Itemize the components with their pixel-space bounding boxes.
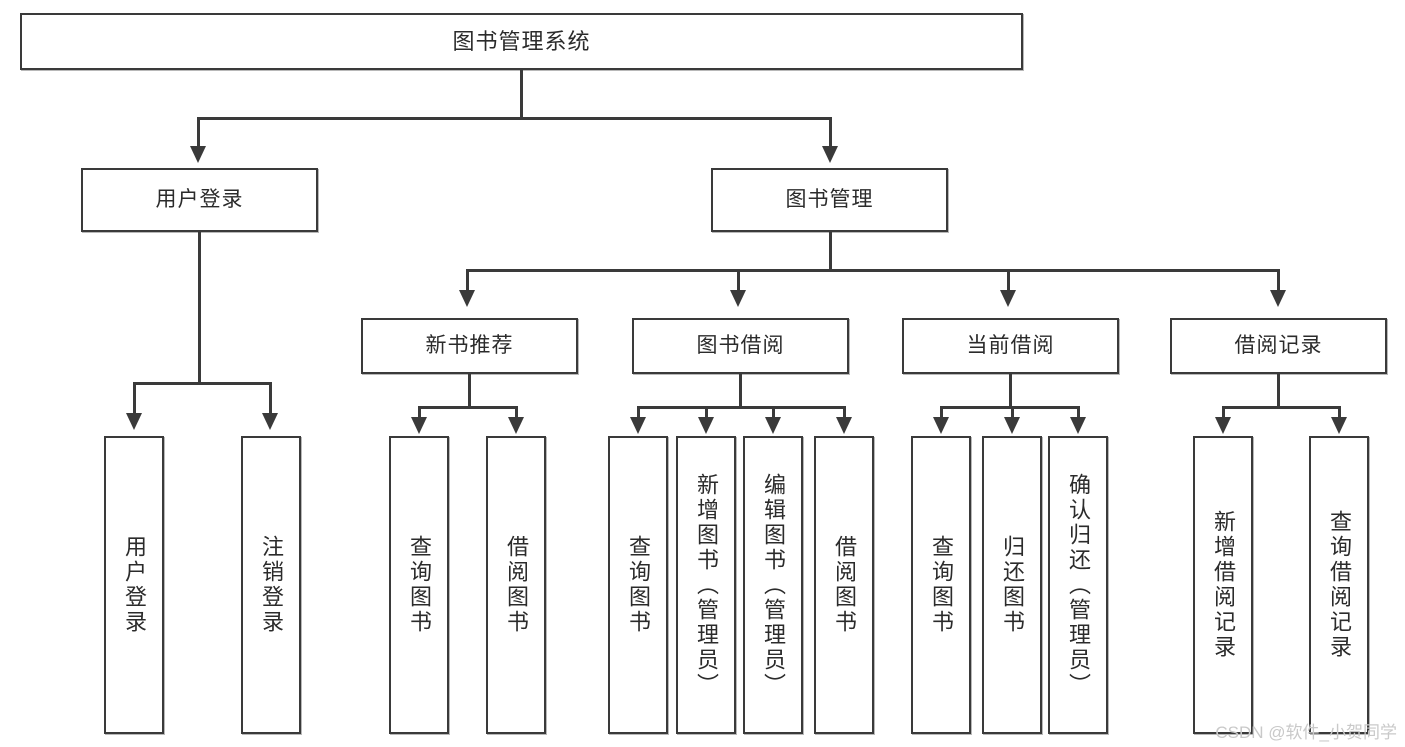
connector-records-bus: [1222, 406, 1341, 409]
connector-newbook-down: [468, 374, 471, 408]
leaf-user-login[interactable]: 用户登录: [104, 436, 164, 734]
node-label: 借阅图书: [504, 535, 529, 635]
node-label: 注销登录: [259, 535, 284, 635]
connector-level3-bus: [466, 269, 1278, 272]
connector-records-r: [1338, 406, 1341, 418]
arrow-leaf-user-login: [126, 413, 142, 430]
leaf-query-book-2[interactable]: 查询图书: [608, 436, 668, 734]
connector-root-down: [520, 70, 523, 119]
leaf-return-book[interactable]: 归还图书: [982, 436, 1042, 734]
leaf-query-borrow-record[interactable]: 查询借阅记录: [1309, 436, 1369, 734]
connector-level2-bus: [197, 117, 832, 120]
node-label: 用户登录: [122, 535, 147, 635]
connector-to-borrow: [737, 269, 740, 291]
connector-newbook-r: [515, 406, 518, 418]
connector-to-current: [1007, 269, 1010, 291]
node-book-management[interactable]: 图书管理: [711, 168, 948, 232]
arrow-leaf-borrow-book-2: [836, 417, 852, 434]
connector-current-1: [940, 406, 943, 418]
arrow-leaf-query-book-3: [933, 417, 949, 434]
node-current-borrow[interactable]: 当前借阅: [902, 318, 1119, 374]
leaf-logout[interactable]: 注销登录: [241, 436, 301, 734]
node-new-book-recommend[interactable]: 新书推荐: [361, 318, 578, 374]
node-label: 图书管理系统: [452, 28, 591, 54]
arrow-leaf-query-record: [1331, 417, 1347, 434]
arrow-leaf-confirm-return: [1070, 417, 1086, 434]
arrow-to-user-login: [190, 146, 206, 163]
leaf-edit-book[interactable]: 编辑图书（管理员）: [743, 436, 803, 734]
leaf-query-book-1[interactable]: 查询图书: [389, 436, 449, 734]
connector-current-2: [1011, 406, 1014, 418]
node-borrow-records[interactable]: 借阅记录: [1170, 318, 1387, 374]
node-label: 查询借阅记录: [1327, 510, 1352, 660]
arrow-to-current: [1000, 290, 1016, 307]
node-label: 编辑图书（管理员）: [761, 472, 786, 698]
connector-borrow-3: [772, 406, 775, 418]
arrow-leaf-edit-book: [765, 417, 781, 434]
node-label: 新书推荐: [425, 333, 514, 357]
arrow-leaf-add-book: [698, 417, 714, 434]
node-label: 确认归还（管理员）: [1066, 472, 1091, 698]
arrow-leaf-return-book: [1004, 417, 1020, 434]
leaf-borrow-book-1[interactable]: 借阅图书: [486, 436, 546, 734]
connector-records-l: [1222, 406, 1225, 418]
connector-borrow-2: [705, 406, 708, 418]
connector-newbook-l: [418, 406, 421, 418]
connector-newbook-bus: [418, 406, 518, 409]
connector-borrow-1: [637, 406, 640, 418]
connector-borrow-4: [843, 406, 846, 418]
leaf-borrow-book-2[interactable]: 借阅图书: [814, 436, 874, 734]
node-label: 查询图书: [929, 535, 954, 635]
node-label: 查询图书: [626, 535, 651, 635]
leaf-confirm-return[interactable]: 确认归还（管理员）: [1048, 436, 1108, 734]
arrow-to-book-mgmt: [822, 146, 838, 163]
node-user-login[interactable]: 用户登录: [81, 168, 318, 232]
arrow-to-records: [1270, 290, 1286, 307]
arrow-leaf-logout: [262, 413, 278, 430]
connector-to-new-book: [466, 269, 469, 291]
node-label: 图书借阅: [696, 333, 785, 357]
connector-current-bus: [940, 406, 1080, 409]
node-label: 新增借阅记录: [1211, 510, 1236, 660]
connector-borrow-bus: [637, 406, 846, 409]
watermark: CSDN @软件_小贺同学: [1215, 723, 1397, 742]
node-label: 借阅图书: [832, 535, 857, 635]
connector-to-user-login: [197, 117, 200, 147]
arrow-leaf-query-book-2: [630, 417, 646, 434]
connector-user-login-right: [269, 382, 272, 414]
leaf-query-book-3[interactable]: 查询图书: [911, 436, 971, 734]
connector-borrow-down: [739, 374, 742, 408]
node-label: 用户登录: [155, 187, 244, 211]
connector-user-login-left: [133, 382, 136, 414]
connector-records-down: [1277, 374, 1280, 408]
node-root-system[interactable]: 图书管理系统: [20, 13, 1023, 70]
node-label: 新增图书（管理员）: [694, 472, 719, 698]
arrow-leaf-borrow-book-1: [508, 417, 524, 434]
connector-book-mgmt-down: [829, 232, 832, 271]
arrow-leaf-query-book-1: [411, 417, 427, 434]
connector-to-records: [1277, 269, 1280, 291]
connector-user-login-down: [198, 232, 201, 384]
arrow-leaf-add-record: [1215, 417, 1231, 434]
node-book-borrow[interactable]: 图书借阅: [632, 318, 849, 374]
node-label: 图书管理: [785, 187, 874, 211]
node-label: 当前借阅: [966, 333, 1055, 357]
node-label: 借阅记录: [1234, 333, 1323, 357]
leaf-add-book[interactable]: 新增图书（管理员）: [676, 436, 736, 734]
connector-user-login-bus: [133, 382, 272, 385]
node-label: 归还图书: [1000, 535, 1025, 635]
arrow-to-new-book: [459, 290, 475, 307]
connector-current-down: [1009, 374, 1012, 408]
node-label: 查询图书: [407, 535, 432, 635]
arrow-to-borrow: [730, 290, 746, 307]
connector-to-book-mgmt: [829, 117, 832, 147]
connector-current-3: [1077, 406, 1080, 418]
leaf-add-borrow-record[interactable]: 新增借阅记录: [1193, 436, 1253, 734]
